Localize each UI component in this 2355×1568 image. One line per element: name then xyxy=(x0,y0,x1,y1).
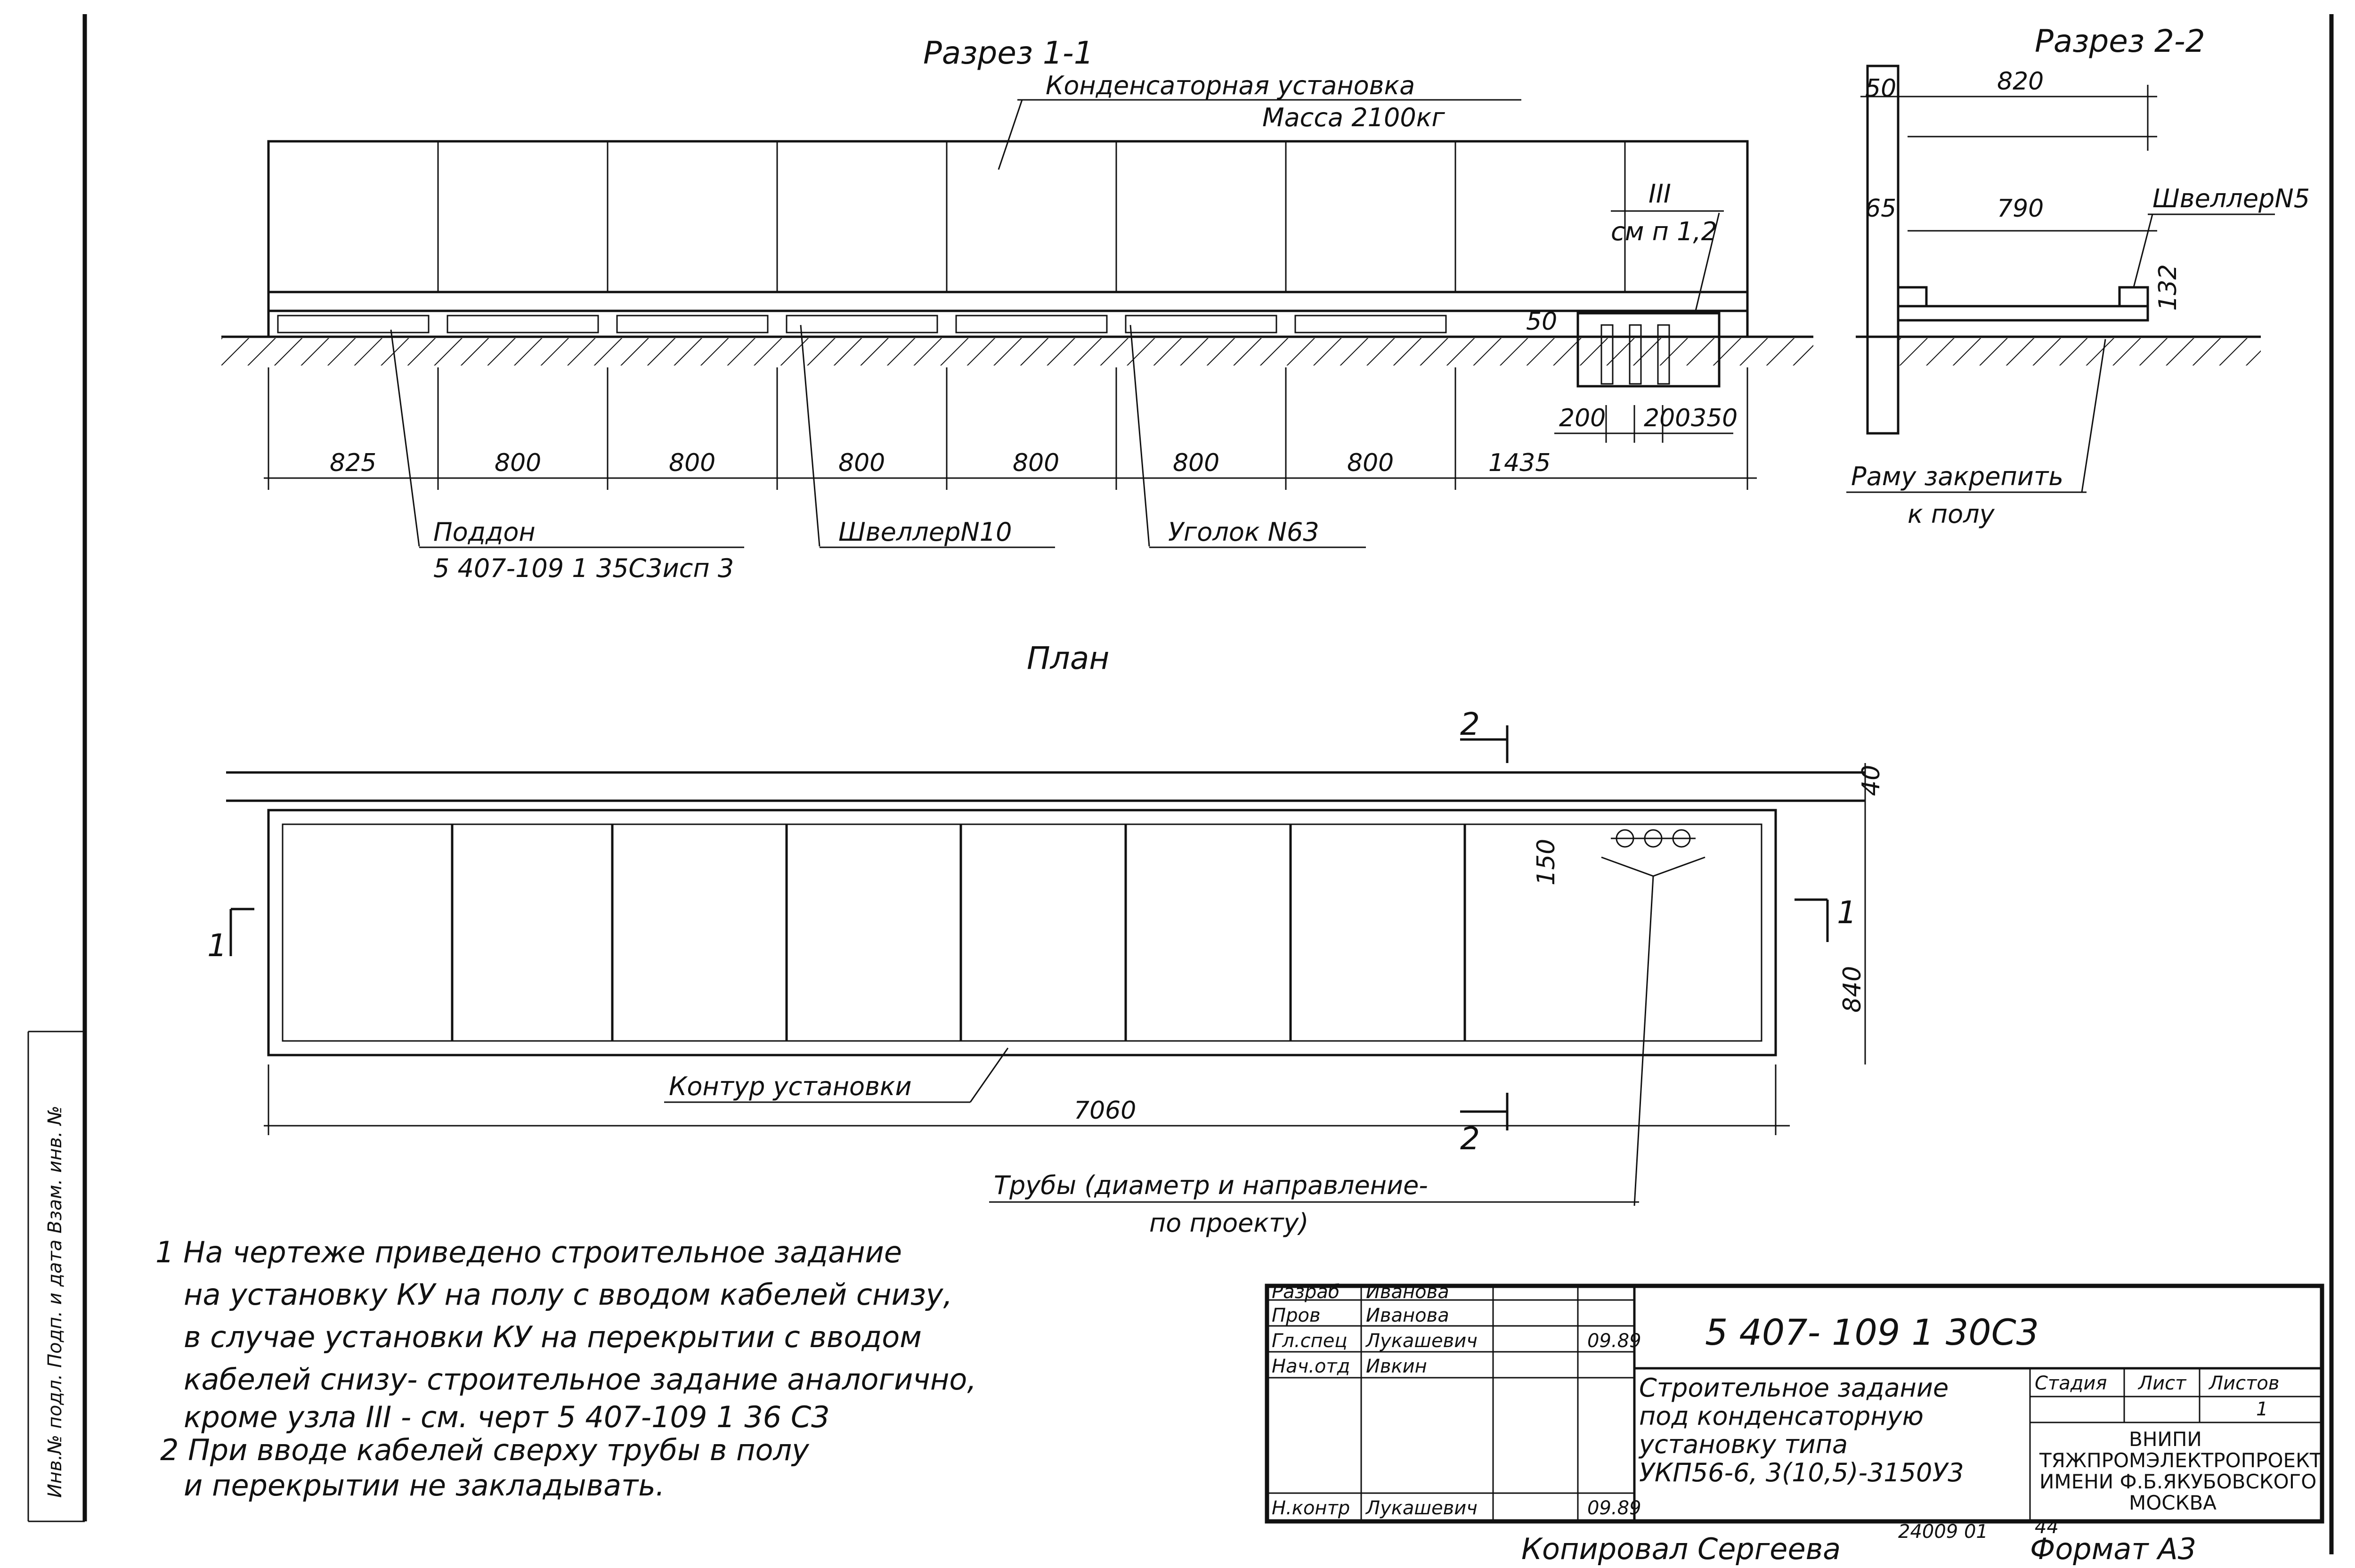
dim-40: 40 xyxy=(1857,765,1885,796)
copied-by: Копировал Сергеева xyxy=(1521,1532,1841,1566)
archive-number: 24009 01 xyxy=(1898,1521,1988,1543)
dim-800-4: 800 xyxy=(1013,449,1059,477)
format-label: Формат А3 xyxy=(2030,1532,2196,1566)
section-1-1-title: Разрез 1-1 xyxy=(923,35,1094,71)
stage-header: Стадия xyxy=(2035,1373,2107,1394)
pipes-label-2: по проекту) xyxy=(1149,1208,1308,1238)
angle-n63-label: Уголок N63 xyxy=(1168,517,1319,547)
tb-role-2: Пров xyxy=(1272,1305,1321,1326)
note-line-3: в случае установки КУ на перекрытии с вв… xyxy=(184,1320,922,1354)
org-line-3: ИМЕНИ Ф.Б.ЯКУБОВСКОГО xyxy=(2039,1470,2316,1493)
tb-role-3: Гл.спец xyxy=(1272,1330,1348,1352)
desc-line-2: под конденсаторную xyxy=(1639,1401,1924,1431)
dim-pipe-350: 350 xyxy=(1691,404,1738,432)
fix-label-1: Раму закрепить xyxy=(1851,462,2063,491)
channel-n5-label: ШвеллерN5 xyxy=(2152,184,2310,213)
node-ref-top: III xyxy=(1648,179,1671,209)
dim-800-5: 800 xyxy=(1173,449,1219,477)
sheets-header: Листов xyxy=(2208,1373,2279,1394)
contour-label: Контур установки xyxy=(669,1072,912,1101)
page-number: 44 xyxy=(2035,1516,2059,1538)
node-ref-bottom: см п 1,2 xyxy=(1611,217,1717,246)
tb-name-4: Ивкин xyxy=(1366,1356,1427,1377)
tb-name-5: Лукашевич xyxy=(1365,1497,1478,1519)
cut-mark-1-left: 1 xyxy=(207,927,227,964)
section-2-2: Разрез 2-2 820 790 50 65 132 ШвеллерN5 Р… xyxy=(1846,23,2310,529)
dim-7060: 7060 xyxy=(1074,1097,1136,1125)
dim-800-1: 800 xyxy=(495,449,541,477)
channel-n10-label: ШвеллерN10 xyxy=(838,517,1012,547)
footer: Копировал Сергеева 24009 01 44 Формат А3 xyxy=(1521,1516,2196,1566)
pipes-label-1: Трубы (диаметр и направление- xyxy=(994,1170,1428,1200)
tb-name-1: Иванова xyxy=(1366,1281,1449,1303)
dim-50-left: 50 xyxy=(1865,74,1896,103)
plan-title: План xyxy=(1027,640,1109,676)
dim-132: 132 xyxy=(2154,264,2182,311)
cut-mark-2-top: 2 xyxy=(1460,706,1480,742)
tb-role-1: Разраб xyxy=(1272,1281,1340,1303)
sheet-frame xyxy=(27,14,2334,1554)
org-line-2: ТЯЖПРОМЭЛЕКТРОПРОЕКТ xyxy=(2039,1449,2322,1472)
org-line-4: МОСКВА xyxy=(2129,1491,2217,1514)
dim-800-2: 800 xyxy=(669,449,715,477)
fix-label-2: к полу xyxy=(1908,499,1995,529)
plan-view: План 150 2 1 1 2 xyxy=(207,640,1885,1238)
section-2-2-title: Разрез 2-2 xyxy=(2035,23,2205,59)
dim-800-3: 800 xyxy=(838,449,885,477)
mass-label: Масса 2100кг xyxy=(1262,103,1445,132)
dim-ticks xyxy=(268,367,1748,490)
dim-pipe-200-a: 200 xyxy=(1559,404,1606,432)
dim-840: 840 xyxy=(1838,966,1867,1013)
tray-label: Поддон xyxy=(433,517,536,547)
cut-mark-2-bottom: 2 xyxy=(1460,1121,1480,1157)
tray-cells xyxy=(277,315,1447,333)
dim-150: 150 xyxy=(1532,839,1560,886)
org-line-1: ВНИПИ xyxy=(2129,1428,2202,1451)
section-1-1: Разрез 1-1 Конденсаторная установка Масс… xyxy=(221,35,1813,583)
tb-name-2: Иванова xyxy=(1366,1305,1449,1326)
dim-65-left: 65 xyxy=(1865,195,1896,223)
sheet-header: Лист xyxy=(2137,1373,2187,1394)
note-line-4: кабелей снизу- строительное задание анал… xyxy=(184,1362,976,1397)
dim-height-50: 50 xyxy=(1526,308,1557,336)
note-line-1: 1 На чертеже приведено строительное зада… xyxy=(155,1235,902,1269)
note-line-5: кроме узла III - см. черт 5 407-109 1 36… xyxy=(184,1400,830,1434)
dim-800-6: 800 xyxy=(1347,449,1394,477)
sheets-value: 1 xyxy=(2256,1398,2268,1420)
dim-825: 825 xyxy=(330,449,376,477)
tb-name-3: Лукашевич xyxy=(1365,1330,1478,1352)
tray-ref: 5 407-109 1 35С3исп 3 xyxy=(433,553,734,583)
dim-790: 790 xyxy=(1997,195,2044,223)
tb-role-4: Нач.отд xyxy=(1272,1356,1350,1377)
plan-partitions xyxy=(451,824,1466,1041)
note-line-6: 2 При вводе кабелей сверху трубы в полу xyxy=(160,1433,810,1467)
dim-pipe-200-b: 200 xyxy=(1644,404,1690,432)
notes-block: 1 На чертеже приведено строительное зада… xyxy=(155,1235,976,1503)
unit-label: Конденсаторная установка xyxy=(1046,71,1415,100)
note-line-2: на установку КУ на полу с вводом кабелей… xyxy=(184,1277,952,1312)
dim-820: 820 xyxy=(1997,67,2044,96)
dim-1435: 1435 xyxy=(1488,449,1551,477)
desc-line-4: УКП56-6, 3(10,5)-3150У3 xyxy=(1639,1458,1964,1487)
tb-date-3: 09.89 xyxy=(1587,1330,1641,1352)
tb-date-5: 09.89 xyxy=(1587,1497,1641,1519)
desc-line-1: Строительное задание xyxy=(1639,1373,1949,1403)
note-line-7: и перекрытии не закладывать. xyxy=(184,1468,665,1503)
desc-line-3: установку типа xyxy=(1638,1430,1848,1459)
doc-code: 5 407- 109 1 30С3 xyxy=(1705,1311,2039,1353)
unit-grid-lines xyxy=(437,141,1626,292)
tb-role-5: Н.контр xyxy=(1272,1497,1350,1519)
side-stamp-text: Инв.№ подл. Подп. и дата Взам. инв. № xyxy=(44,1105,66,1498)
title-block: Разраб Иванова Пров Иванова Гл.спец Лука… xyxy=(1265,1281,2324,1524)
cut-mark-1-right: 1 xyxy=(1837,894,1857,931)
